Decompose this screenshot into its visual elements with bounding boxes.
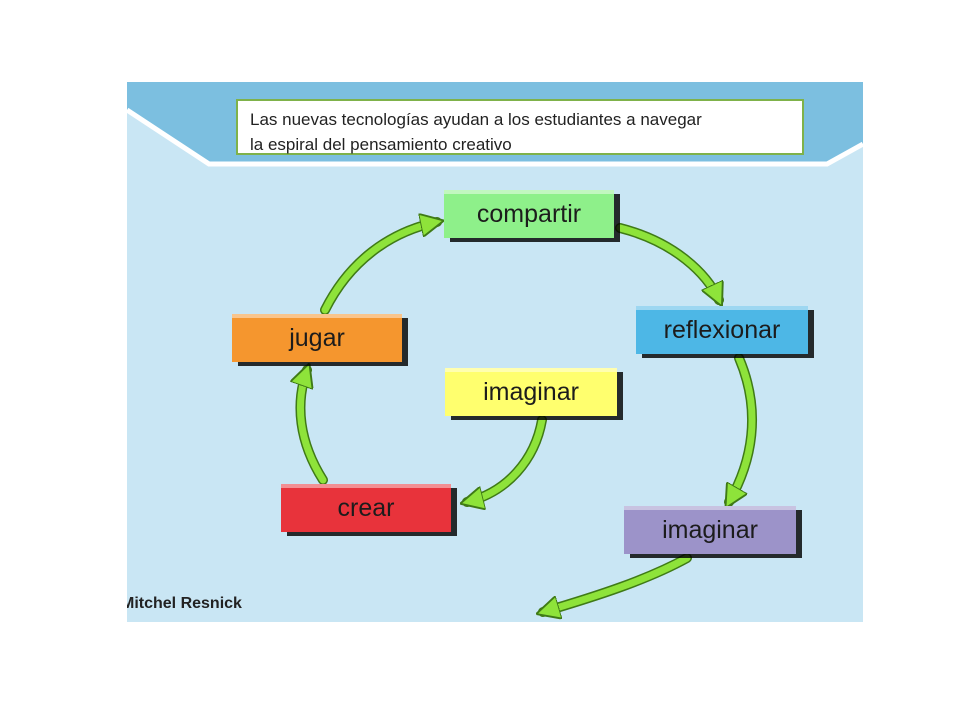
node-imaginar-bottom: imaginar bbox=[624, 506, 796, 554]
arrow-imaginar-to-crear bbox=[462, 415, 547, 507]
header-band-edge bbox=[127, 107, 863, 167]
caption-line-2: la espiral del pensamiento creativo bbox=[250, 135, 512, 154]
author-name: Mitchel Resnick bbox=[127, 595, 242, 612]
node-jugar: jugar bbox=[232, 314, 402, 362]
node-reflexionar: reflexionar bbox=[636, 306, 808, 354]
caption-line-1: Las nuevas tecnologías ayudan a los estu… bbox=[250, 110, 702, 129]
slide: Las nuevas tecnologías ayudan a los estu… bbox=[127, 82, 863, 622]
node-imaginar-center: imaginar bbox=[445, 368, 617, 416]
arrow-compartir-to-reflexionar bbox=[615, 223, 724, 305]
arrow-jugar-to-compartir bbox=[320, 217, 442, 315]
node-crear: crear bbox=[281, 484, 451, 532]
node-compartir: compartir bbox=[444, 190, 614, 238]
caption-box: Las nuevas tecnologías ayudan a los estu… bbox=[236, 99, 804, 155]
